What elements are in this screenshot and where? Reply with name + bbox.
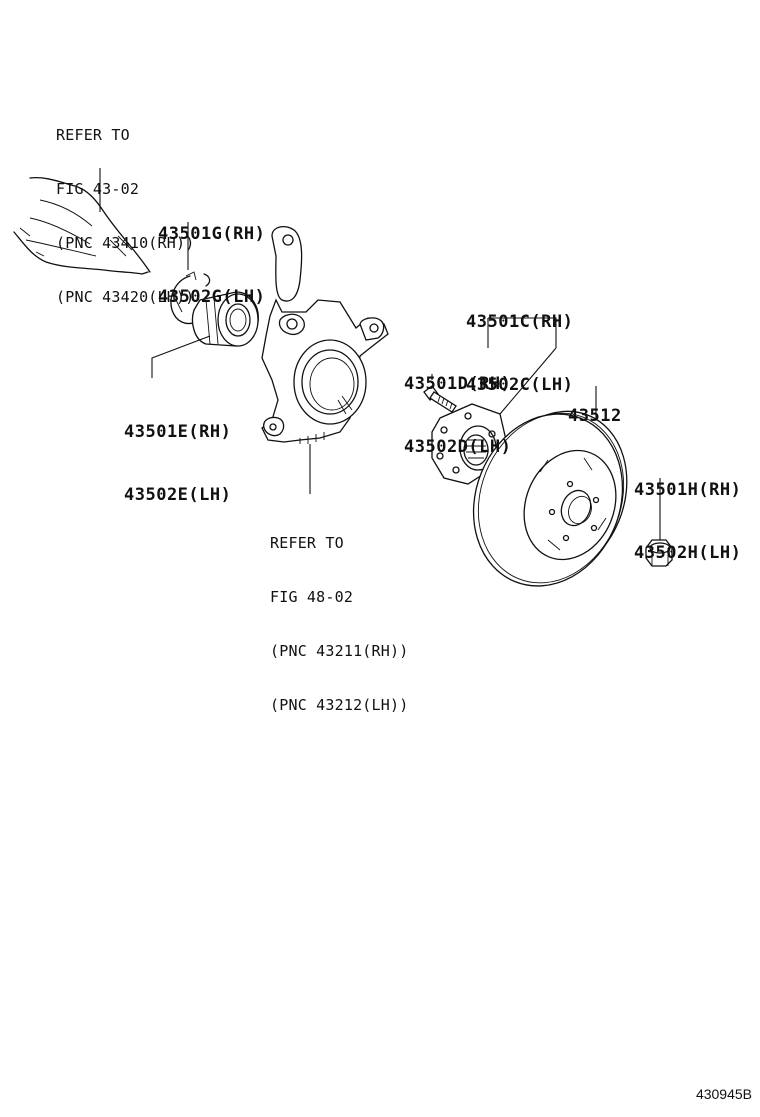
drive-shaft-sketch [13,176,151,275]
disc-rotor-part [472,410,628,587]
part-number-rh: 43501H(RH) [634,480,742,500]
part-number: 43512 [568,406,622,426]
part-label-nut: 43501H(RH) 43502H(LH) [634,438,741,585]
part-number-lh: 43502H(LH) [634,543,742,563]
refer-note-knuckle: REFER TO FIG 48-02 (PNC 43211(RH)) (PNC … [270,498,408,732]
bearing-part [191,291,259,347]
part-number-lh: 43502C(LH) [466,375,574,395]
refer-note-line: FIG 48-02 [270,588,354,606]
snap-ring-part [170,271,211,325]
figure-id: 430945B [695,1086,752,1102]
part-number-rh: 43501G(RH) [158,224,266,244]
refer-note-line: REFER TO [270,534,344,552]
part-number-lh: 43502G(LH) [158,287,266,307]
refer-note-line: (PNC 43211(RH)) [270,642,409,660]
refer-note-drive-shaft: REFER TO FIG 43-02 (PNC 43410(RH)) (PNC … [56,90,194,324]
part-number-lh: 43502D(LH) [404,437,512,457]
part-label-hub-bolt: 43501D(RH) 43502D(LH) [404,332,511,479]
refer-note-line: REFER TO [56,126,130,144]
part-label-disc: 43512 [568,364,622,448]
part-number-rh: 43501E(RH) [124,422,232,442]
refer-note-line: (PNC 43420(LH)) [56,288,195,306]
part-label-snap-ring: 43501G(RH) 43502G(LH) [158,182,265,329]
part-number-rh: 43501C(RH) [466,312,574,332]
hub-bolt-part [423,385,457,413]
nut-part [645,539,673,567]
refer-note-line: (PNC 43212(LH)) [270,696,409,714]
part-number-rh: 43501D(RH) [404,374,512,394]
steering-knuckle-part [261,225,389,444]
part-label-hub: 43501C(RH) 43502C(LH) [466,270,573,417]
part-number-lh: 43502E(LH) [124,485,232,505]
refer-note-line: FIG 43-02 [56,180,140,198]
part-label-bearing: 43501E(RH) 43502E(LH) [124,380,231,527]
refer-note-line: (PNC 43410(RH)) [56,234,195,252]
